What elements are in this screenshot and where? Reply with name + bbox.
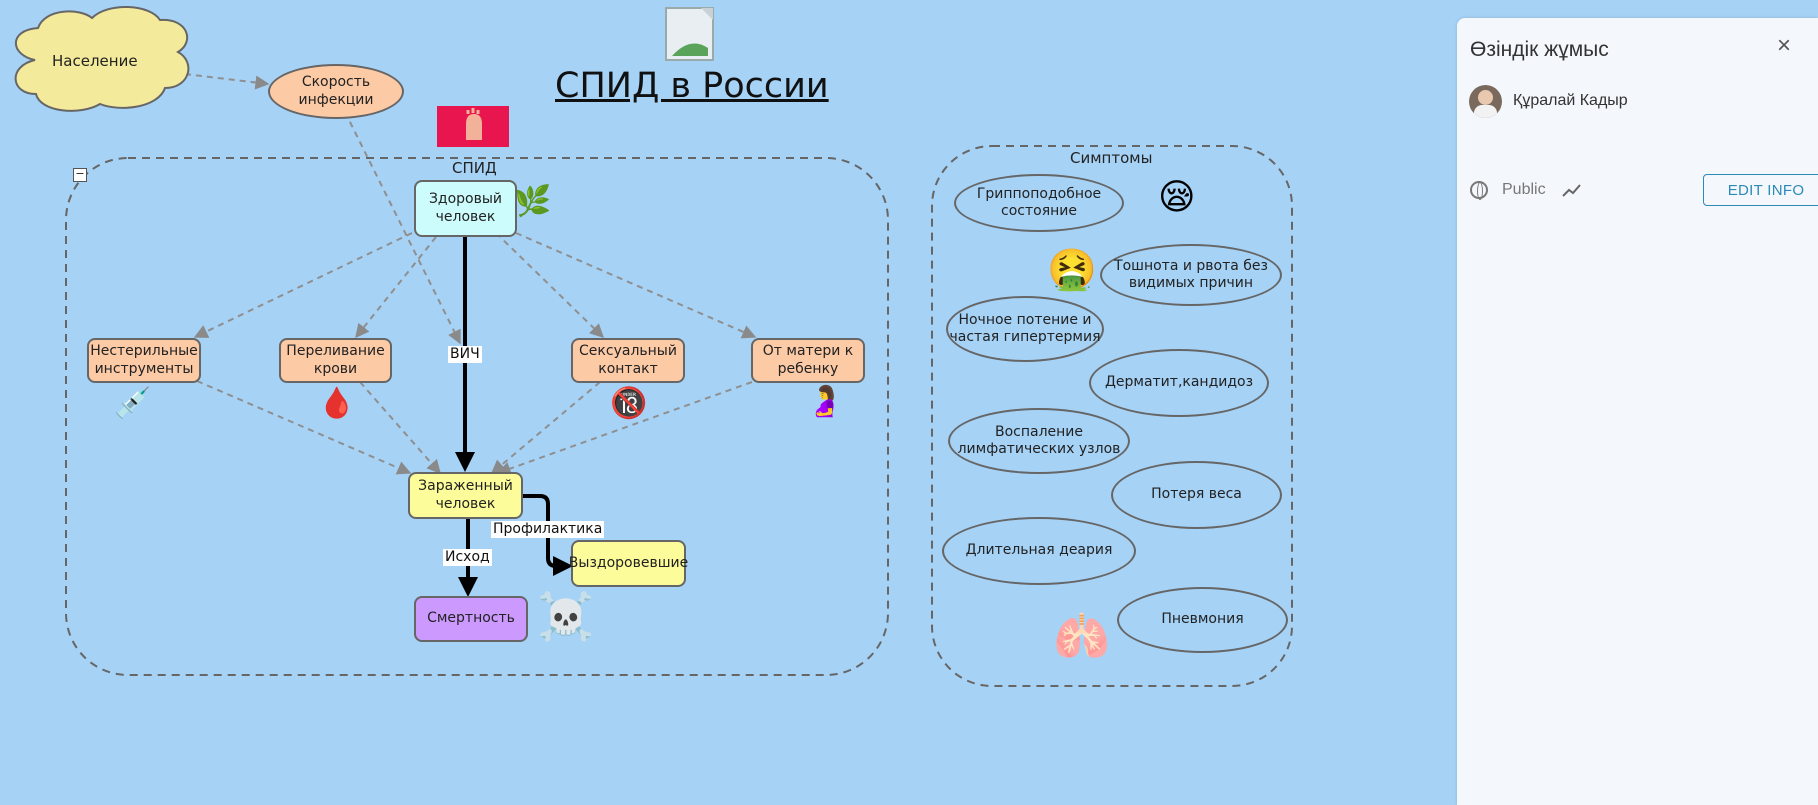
node-infected-person[interactable]: Зараженный человек — [408, 472, 523, 519]
symptoms-group-label: Симптомы — [1070, 149, 1153, 167]
diagram-title: СПИД в России — [555, 66, 829, 106]
info-panel: Өзіндік жұмыс × Құралай Кадыр Public EDI… — [1457, 18, 1818, 805]
skull-crossbones-icon: ☠️ — [537, 589, 595, 643]
symptom-pneumonia[interactable]: Пневмония — [1117, 587, 1288, 653]
leaf-icon: 🌿 — [514, 184, 552, 219]
node-nonsterile-instruments[interactable]: Нестерильные инструменты — [87, 338, 201, 383]
adults-only-icon: 🔞 — [610, 386, 648, 421]
collapse-toggle[interactable]: − — [73, 168, 87, 182]
edge-label-outcome: Исход — [443, 549, 492, 566]
trending-icon[interactable] — [1562, 182, 1582, 198]
link-healthy-transfusion — [355, 236, 437, 339]
edge-label-prevention: Профилактика — [491, 521, 605, 538]
globe-icon — [1470, 181, 1488, 200]
population-cloud[interactable] — [14, 6, 190, 112]
link-mother-infected — [496, 381, 753, 476]
node-mortality[interactable]: Смертность — [414, 596, 528, 642]
symptom-lymph-nodes[interactable]: Воспаление лимфатических узлов — [948, 408, 1130, 474]
node-infection-speed[interactable]: Скорость инфекции — [268, 64, 404, 119]
sleepy-face-icon: 😪 — [1158, 177, 1196, 218]
edit-info-button[interactable]: EDIT INFO — [1703, 174, 1818, 206]
close-icon[interactable]: × — [1777, 32, 1792, 59]
vomiting-face-icon: 🤮 — [1047, 247, 1097, 293]
pregnant-woman-icon: 🤰 — [806, 384, 844, 419]
link-transfusion-infected — [359, 381, 441, 475]
node-healthy-person[interactable]: Здоровый человек — [414, 180, 517, 237]
visibility-label[interactable]: Public — [1502, 181, 1546, 198]
edge-label-hiv: ВИЧ — [448, 346, 482, 363]
symptom-nausea[interactable]: Тошнота и рвота без видимых причин — [1100, 244, 1282, 306]
link-population-speed — [184, 73, 270, 90]
lungs-icon: 🫁 — [1053, 609, 1111, 663]
spid-group-label: СПИД — [452, 159, 497, 177]
node-blood-transfusion[interactable]: Переливание крови — [279, 338, 392, 383]
node-population[interactable]: Население — [52, 52, 138, 70]
symptom-night-sweats[interactable]: Ночное потение и частая гипертермия — [946, 296, 1104, 362]
node-sexual-contact[interactable]: Сексуальный контакт — [571, 338, 685, 383]
symptom-diarrhea[interactable]: Длительная деария — [942, 517, 1136, 585]
avatar[interactable] — [1469, 85, 1502, 118]
node-recovered[interactable]: Выздоровевшие — [569, 540, 688, 587]
dashed-links — [184, 73, 757, 476]
link-nonsterile-infected — [196, 380, 412, 475]
link-healthy-sexual — [495, 232, 605, 338]
symptom-flu-like[interactable]: Гриппоподобное состояние — [954, 174, 1124, 232]
link-sexual-infected — [490, 381, 601, 474]
symptom-dermatitis[interactable]: Дерматит,кандидоз — [1089, 349, 1269, 417]
link-healthy-nonsterile — [193, 232, 413, 338]
node-mother-to-child[interactable]: От матери к ребенку — [751, 338, 865, 383]
symptom-weight-loss[interactable]: Потеря веса — [1111, 461, 1282, 529]
link-healthy-mother — [515, 232, 757, 339]
syringe-icon: 💉 — [114, 386, 152, 421]
blood-drop-icon: 🩸 — [318, 386, 356, 421]
author-name[interactable]: Құралай Кадыр — [1513, 92, 1628, 109]
symptoms-group-container[interactable] — [931, 145, 1293, 687]
panel-title: Өзіндік жұмыс — [1470, 38, 1609, 61]
raised-fist-image — [437, 106, 509, 147]
broken-image-icon — [665, 7, 714, 61]
